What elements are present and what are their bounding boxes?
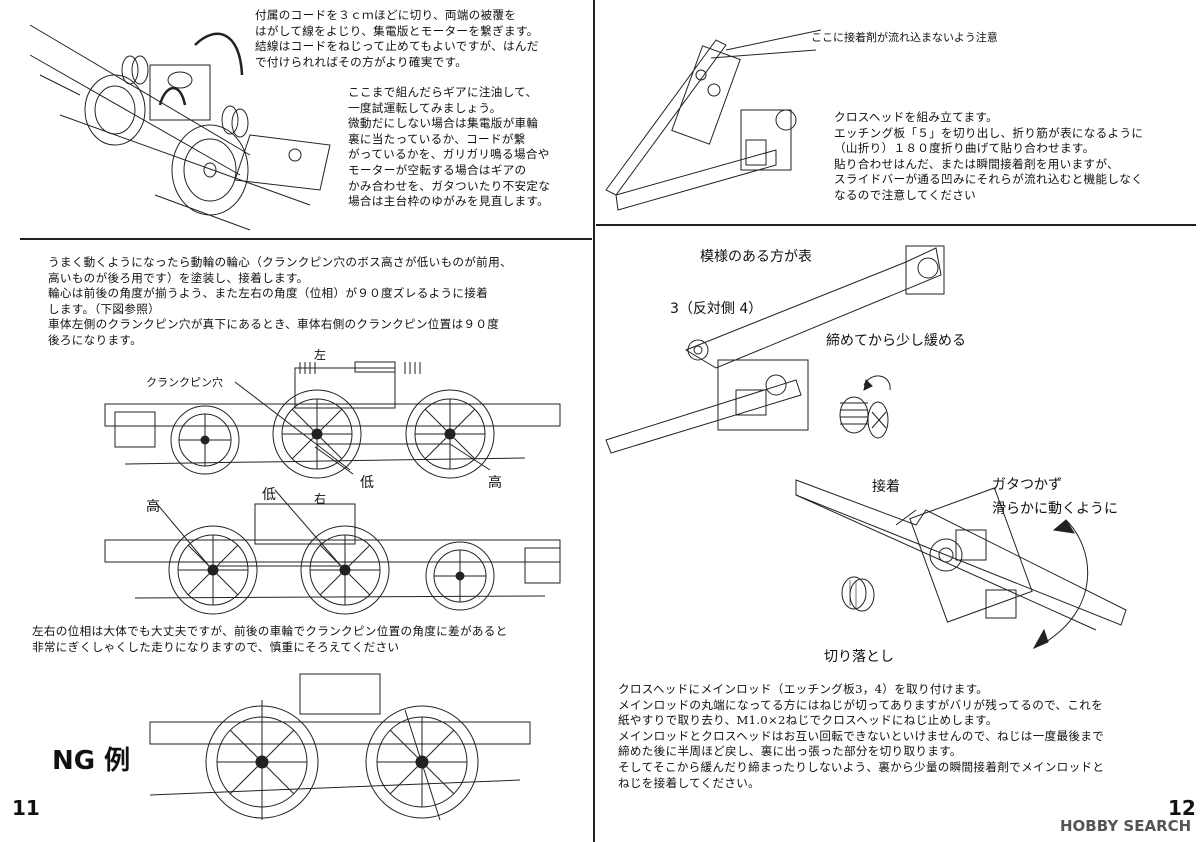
left-bottom-text-1: うまく動くようになったら動輪の輪心（クランクピン穴のボス高さが低いものが前用、 … xyxy=(48,255,512,347)
left-bottom-text-2: 左右の位相は大体でも大丈夫ですが、前後の車輪でクランクピン位置の角度に差があると… xyxy=(32,624,508,654)
left-top-text-2: ここまで組んだらギアに注油して、 一度試運転してみましょう。 微動だにしない場合… xyxy=(348,85,551,209)
center-divider xyxy=(593,0,595,842)
page-number-right: 12 xyxy=(1168,796,1196,820)
right-bottom-text: クロスヘッドにメインロッド（エッチング板3，4）を取り付けます。 メインロッドの… xyxy=(618,682,1105,790)
left-page: 付属のコードを３ｃｍほどに切り、両端の被覆を はがして線をよじり、集電版とモータ… xyxy=(0,0,596,842)
label-high-2: 高 xyxy=(146,499,160,515)
label-crankpin-hole: クランクピン穴 xyxy=(146,376,223,389)
label-glue: 接着 xyxy=(872,479,900,495)
hobby-search-watermark: HOBBY SEARCH xyxy=(1060,817,1192,835)
label-low-1: 低 xyxy=(360,475,374,491)
page-number-left: 11 xyxy=(12,796,40,820)
right-page: ここに接着剤が流れ込まないよう注意 クロスヘッドを組み立てます。 エッチング板「… xyxy=(596,0,1200,842)
wheel-phase-diagram-left xyxy=(104,361,561,479)
label-low-2: 低 xyxy=(262,487,276,503)
label-left-side: 左 xyxy=(314,348,327,362)
wheel-phase-diagram-ng xyxy=(149,673,531,821)
main-rod-assembly-illustration xyxy=(605,245,945,454)
right-horizontal-divider xyxy=(596,224,1196,226)
label-no-wobble: ガタつかず xyxy=(992,477,1062,493)
label-tighten-then-loosen: 締めてから少し緩める xyxy=(826,333,966,349)
label-move-smoothly: 滑らかに動くように xyxy=(992,501,1118,517)
wheel-phase-diagram-right xyxy=(104,489,561,615)
crosshead-assembly-illustration xyxy=(795,479,1127,650)
label-cut-off: 切り落とし xyxy=(824,649,894,665)
glue-warning-callout: ここに接着剤が流れ込まないよう注意 xyxy=(811,31,998,44)
label-right-side: 右 xyxy=(314,492,327,506)
label-patterned-side-front: 模様のある方が表 xyxy=(700,249,812,265)
ng-example-label: NG 例 xyxy=(52,746,131,776)
label-high-1: 高 xyxy=(488,475,502,491)
crosshead-parts-illustration xyxy=(605,29,822,211)
left-horizontal-divider xyxy=(20,238,592,240)
label-part-number: 3（反対側 4） xyxy=(670,301,763,317)
right-top-text: クロスヘッドを組み立てます。 エッチング板「５」を切り出し、折り筋が表になるよう… xyxy=(834,110,1144,202)
chassis-motor-illustration xyxy=(29,24,331,231)
left-top-text-1: 付属のコードを３ｃｍほどに切り、両端の被覆を はがして線をよじり、集電版とモータ… xyxy=(255,8,539,69)
